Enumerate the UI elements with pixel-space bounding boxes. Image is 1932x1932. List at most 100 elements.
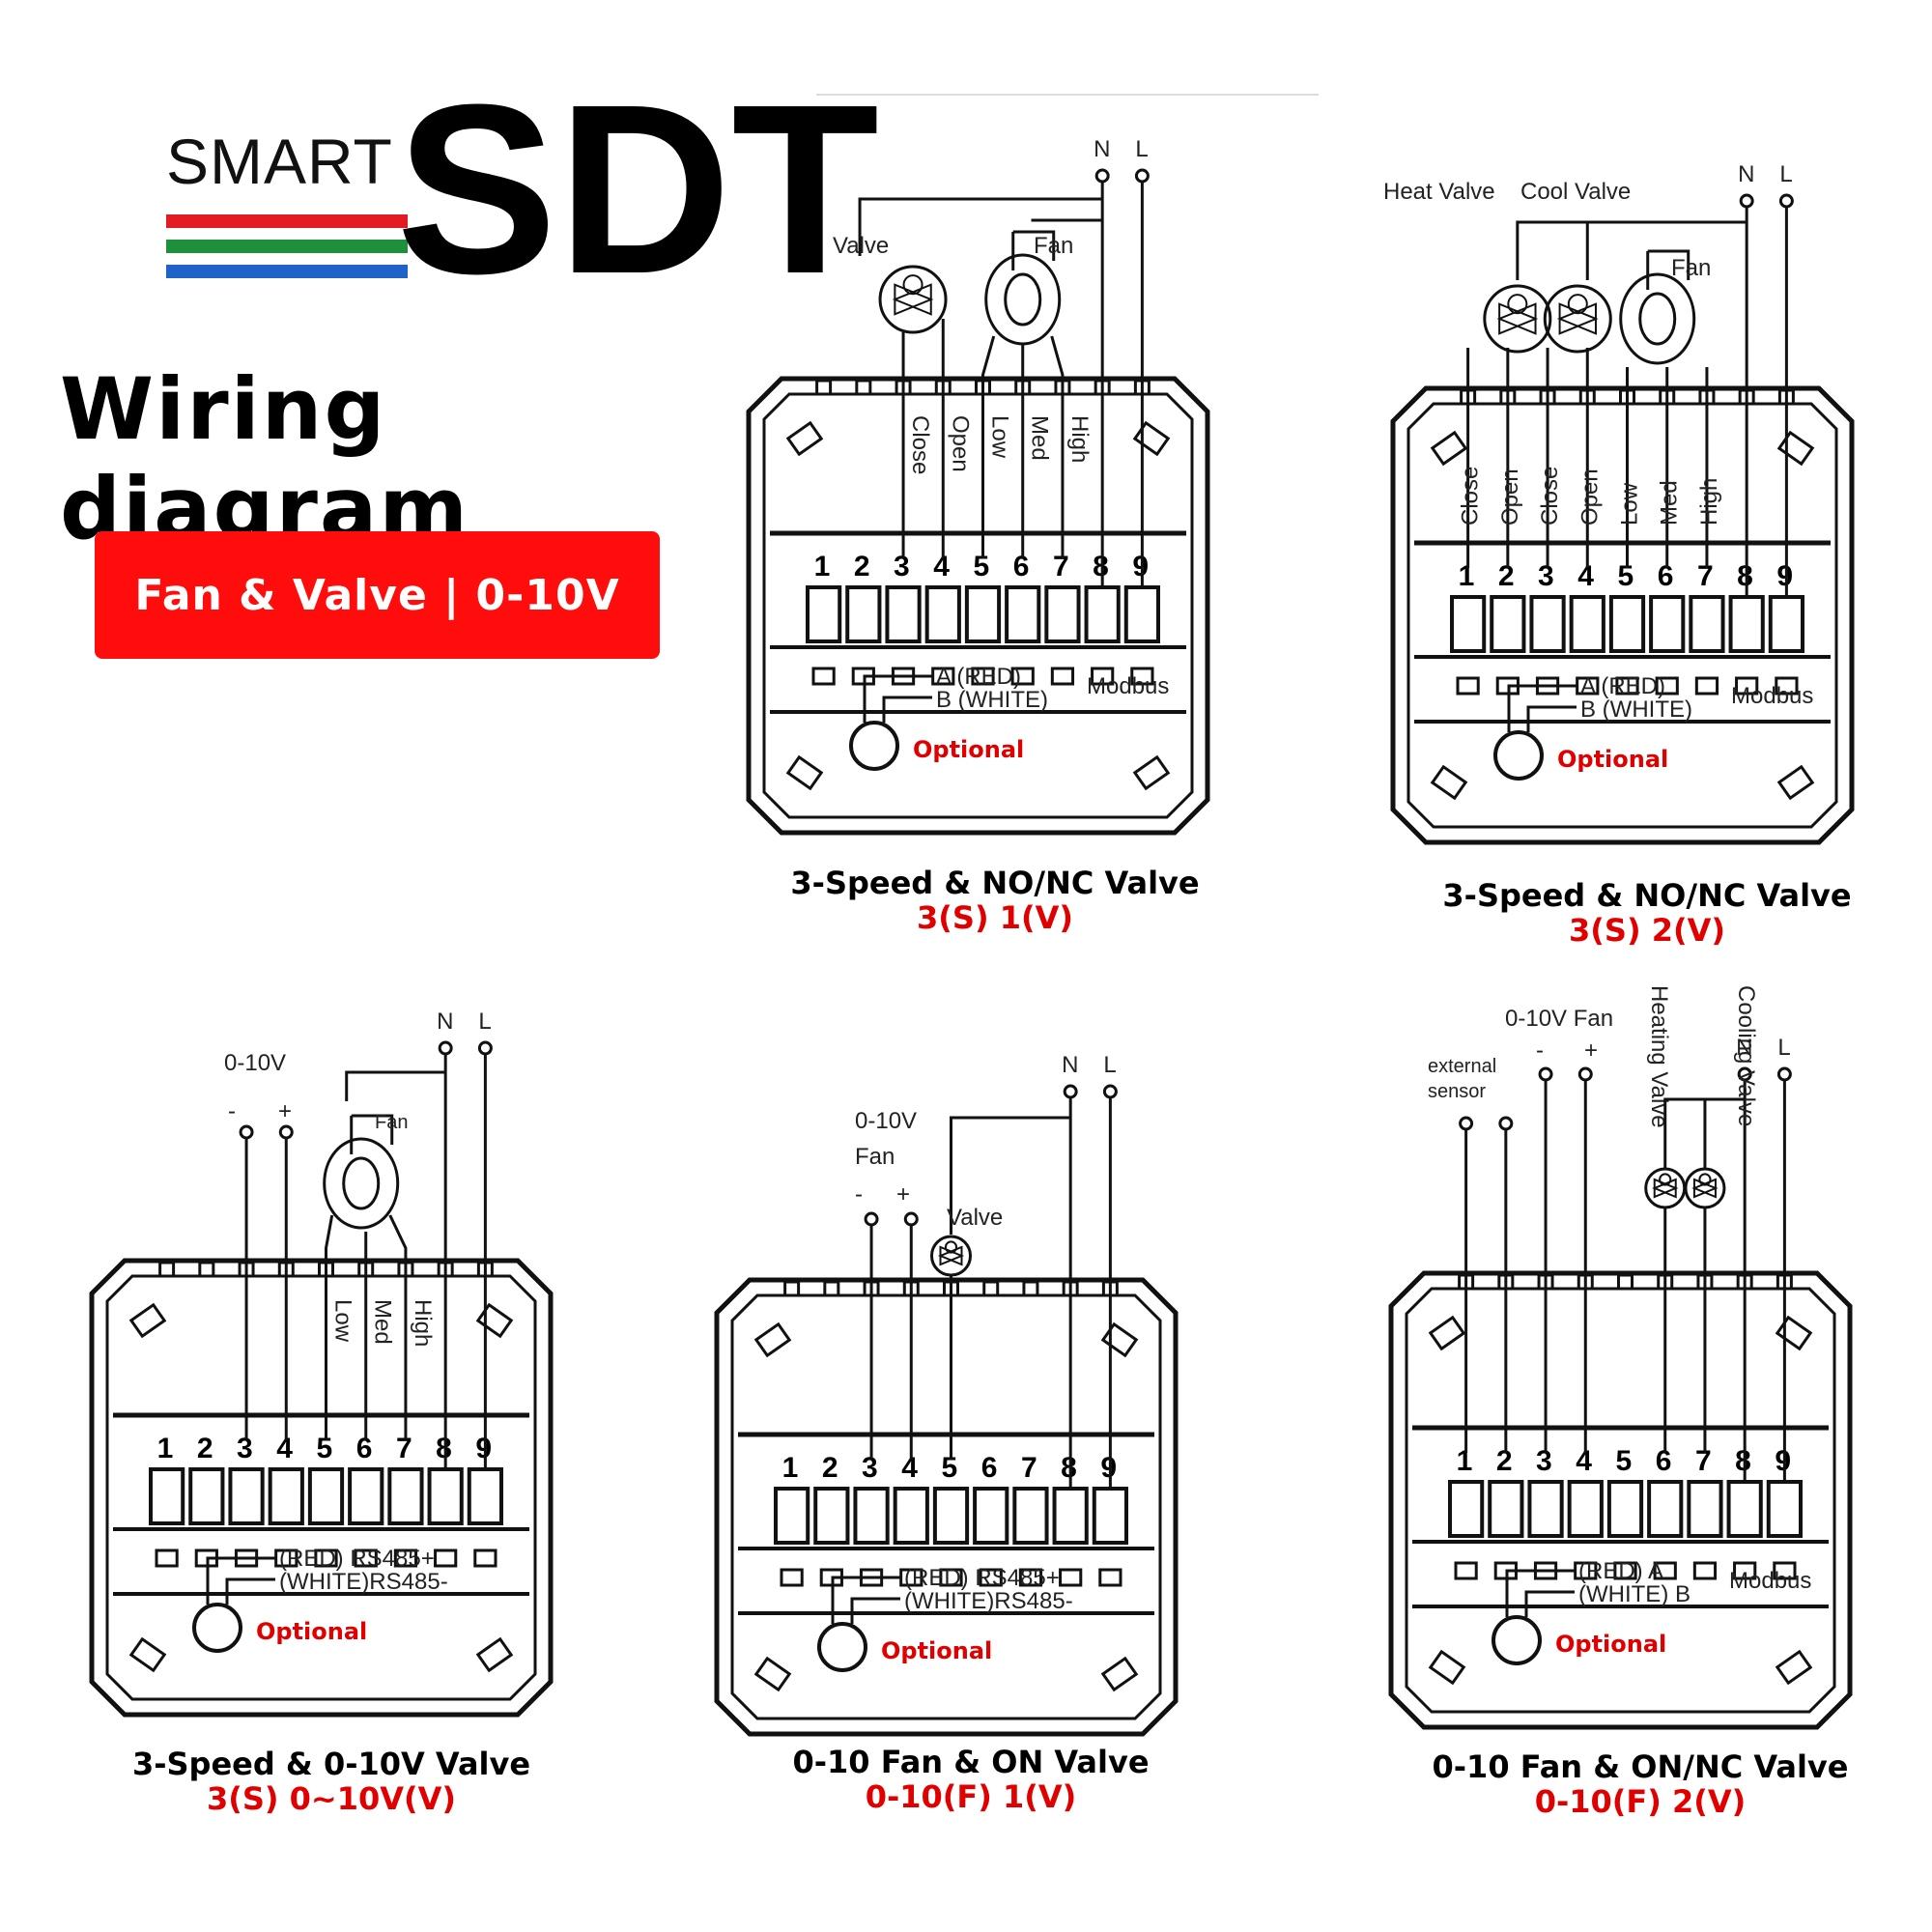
- terminal-number: 1: [157, 1433, 174, 1464]
- terminal-socket: [473, 1548, 497, 1568]
- mount-slot: [128, 1636, 167, 1673]
- terminal-screw: [149, 1467, 185, 1525]
- wire-high: [1050, 335, 1065, 558]
- motor-icon: [902, 274, 923, 296]
- device-outline: [1388, 1270, 1853, 1730]
- comm-label-a: (RED) A: [1578, 1558, 1663, 1584]
- terminal-number: 7: [396, 1433, 412, 1464]
- terminal-label: Close: [1458, 467, 1484, 526]
- top-pin: [1022, 1280, 1039, 1297]
- terminal-screw: [806, 585, 842, 643]
- diagram-code: 0-10(F) 2(V): [1535, 1783, 1747, 1820]
- comm-wire-b: [1526, 705, 1577, 732]
- terminal-label: Med: [1027, 415, 1053, 461]
- terminal-number: 6: [1656, 1445, 1672, 1477]
- fan-icon: [342, 1156, 381, 1210]
- terminal-socket: [354, 1548, 378, 1568]
- comm-wire-b: [882, 696, 932, 723]
- comm-protocol: Modbus: [1731, 683, 1813, 709]
- mount-slot: [785, 754, 824, 791]
- sensor-label-2: sensor: [1428, 1081, 1486, 1102]
- terminal-socket: [1010, 667, 1035, 686]
- fan-duct: [1011, 230, 1056, 270]
- diagram-caption: 0-10 Fan & ON Valve: [792, 1744, 1149, 1780]
- signal-plus: +: [1584, 1037, 1598, 1064]
- mount-slot: [1430, 430, 1468, 467]
- terminal-socket: [1059, 1568, 1083, 1587]
- power-label-l: L: [1135, 136, 1148, 162]
- diagram-caption: 3-Speed & 0-10V Valve: [132, 1746, 530, 1782]
- terminal-node: [1094, 168, 1110, 184]
- terminal-number: 3: [894, 551, 910, 582]
- terminal-number: 9: [1775, 1445, 1791, 1477]
- terminal-socket: [1613, 1561, 1637, 1580]
- terminal-node: [239, 1124, 254, 1140]
- wire-high: [388, 1214, 408, 1440]
- mount-slot: [753, 1321, 792, 1358]
- terminal-screw: [427, 1467, 464, 1525]
- diagram-code: 3(S) 0~10V(V): [207, 1780, 456, 1817]
- mode-badge: Fan & Valve | 0-10V: [95, 531, 660, 659]
- device-label-fan: Fan: [1671, 255, 1711, 281]
- terminal-node: [1459, 1116, 1474, 1131]
- terminal-socket: [1653, 1561, 1677, 1580]
- terminal-screw: [1726, 1480, 1763, 1538]
- fan-duct: [350, 1114, 394, 1154]
- terminal-label: Open: [1577, 469, 1603, 526]
- terminal-socket: [1655, 676, 1679, 696]
- valve-icon: [1556, 302, 1599, 335]
- motor-icon: [1659, 1173, 1672, 1186]
- terminal-screw: [1649, 595, 1686, 653]
- optional-label: Optional: [881, 1637, 992, 1664]
- valve-icon: [937, 1245, 965, 1266]
- comm-label-b: (WHITE)RS485-: [279, 1569, 448, 1595]
- signal-plus: +: [278, 1098, 292, 1124]
- terminal-number: 8: [436, 1433, 452, 1464]
- terminal-number: 1: [1457, 1445, 1473, 1477]
- top-pin: [982, 1280, 1000, 1297]
- comm-label-b: (WHITE)RS485-: [904, 1588, 1073, 1614]
- device-label-fan: Fan: [375, 1112, 408, 1133]
- terminal-label: Open: [947, 415, 973, 472]
- terminal-socket: [1098, 1568, 1122, 1587]
- terminal-socket: [1454, 1561, 1478, 1580]
- terminal-screw: [188, 1467, 225, 1525]
- terminal-number: 8: [1735, 1445, 1751, 1477]
- optional-label: Optional: [1557, 746, 1668, 773]
- terminal-screw: [853, 1487, 890, 1545]
- motor-icon: [1567, 294, 1588, 315]
- wire-neutral-valve: [950, 1116, 1071, 1235]
- terminal-socket: [931, 667, 955, 686]
- fan-icon: [1619, 272, 1696, 365]
- device-outline: [1390, 385, 1855, 845]
- terminal-screw: [1092, 1487, 1129, 1545]
- terminal-screw: [1527, 1480, 1564, 1538]
- comm-wire-a: [863, 674, 932, 723]
- terminal-number: 9: [1100, 1452, 1117, 1484]
- terminal-screw: [964, 585, 1002, 643]
- terminal-node: [903, 1211, 919, 1227]
- terminal-socket: [971, 667, 995, 686]
- terminal-node: [278, 1124, 294, 1140]
- terminal-socket: [1775, 676, 1799, 696]
- terminal-socket: [811, 667, 836, 686]
- device-outline: [89, 1258, 554, 1718]
- power-label-n: N: [1736, 1035, 1752, 1061]
- fan-icon: [1004, 272, 1042, 327]
- mount-slot: [1775, 1649, 1813, 1686]
- terminal-number: 7: [1021, 1452, 1037, 1484]
- terminal-screw: [1123, 585, 1161, 643]
- device-label-valve: Valve: [833, 233, 889, 259]
- terminal-screw: [1044, 585, 1081, 643]
- terminal-screw: [1488, 1480, 1524, 1538]
- mount-slot: [1430, 764, 1468, 801]
- terminal-socket: [1091, 667, 1115, 686]
- device-outline: [714, 1277, 1179, 1737]
- terminal-screw: [1005, 585, 1041, 643]
- power-label-n: N: [1094, 136, 1110, 162]
- power-label-n: N: [1738, 161, 1754, 187]
- comm-wire-b: [225, 1577, 275, 1605]
- terminal-number: 9: [475, 1433, 492, 1464]
- terminal-number: 5: [317, 1433, 333, 1464]
- signal-label-2: Fan: [855, 1144, 895, 1170]
